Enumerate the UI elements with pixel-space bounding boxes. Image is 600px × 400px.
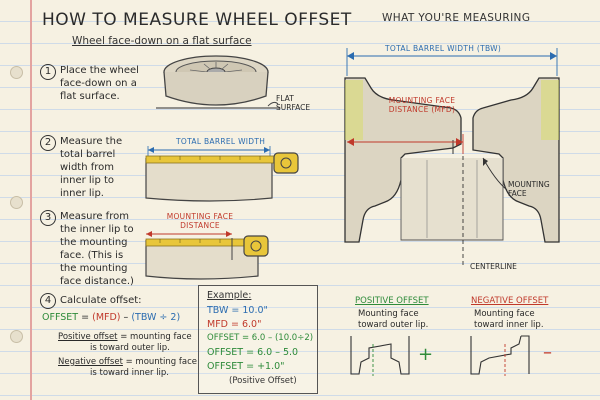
step-2-text: Measure the total barrel width from inne… (60, 136, 123, 199)
negative-sign: – (543, 342, 552, 363)
negative-offset-term: Negative offset (58, 357, 123, 367)
example-line: OFFSET = +1.0" (207, 361, 285, 372)
step-number: 4 (40, 293, 56, 309)
positive-offset-title: POSITIVE OFFSET (355, 296, 429, 306)
example-line: OFFSET = 6.0 – (10.0÷2) (207, 333, 314, 343)
wheel-cross-section (344, 48, 560, 266)
step-number: 2 (40, 135, 56, 151)
offset-formula: OFFSET = (MFD) – (TBW ÷ 2) (42, 312, 180, 323)
positive-offset-term: Positive offset (58, 332, 118, 342)
centerline-label: CENTERLINE (470, 262, 517, 271)
positive-offset-note: Positive offset = mounting face is towar… (58, 332, 192, 354)
flat-surface-label: FLAT SURFACE (276, 94, 311, 112)
mounting-face-label: MOUNTING FACE (508, 180, 550, 198)
negative-offset-line2: is toward inner lip. (90, 368, 170, 378)
step-3-text: Measure from the inner lip to the mounti… (60, 211, 134, 287)
formula-tbw: (TBW ÷ 2) (131, 312, 181, 323)
wheel-on-surface-illustration (156, 55, 280, 109)
margin-line (30, 0, 32, 400)
positive-offset-desc: Mounting face toward outer lip. (358, 309, 429, 330)
negative-offset-rest: = mounting face (122, 357, 197, 367)
step-number: 3 (40, 210, 56, 226)
positive-sign: + (418, 344, 434, 365)
formula-equals: = (81, 312, 90, 323)
formula-offset: OFFSET (42, 312, 79, 323)
step-1-text: Place the wheel face-down on a flat surf… (60, 65, 139, 102)
example-title: Example: (207, 290, 252, 301)
formula-minus: – (123, 312, 129, 323)
example-box: Example: TBW = 10.0" MFD = 6.0" OFFSET =… (198, 285, 318, 394)
negative-offset-note: Negative offset = mounting face is towar… (58, 357, 197, 379)
negative-offset-desc: Mounting face toward inner lip. (474, 309, 544, 330)
step-4-text: Calculate offset: (60, 295, 142, 306)
positive-offset-line2: is toward outer lip. (90, 343, 170, 353)
positive-offset-illustration (350, 336, 410, 376)
right-title: WHAT YOU'RE MEASURING (382, 12, 531, 24)
total-barrel-width-label: TOTAL BARREL WIDTH (176, 137, 266, 146)
example-line: OFFSET = 6.0 – 5.0 (207, 347, 299, 358)
positive-offset-rest: = mounting face (117, 332, 192, 342)
mounting-face-tape-illustration (145, 231, 269, 280)
binder-hole (10, 330, 23, 343)
barrel-width-tape-illustration (145, 146, 299, 202)
page-title: HOW TO MEASURE WHEEL OFFSET (42, 10, 352, 30)
negative-offset-illustration (470, 335, 530, 376)
binder-hole (10, 196, 23, 209)
example-note: (Positive Offset) (229, 376, 297, 386)
step-number: 1 (40, 64, 56, 80)
mounting-face-distance-label: MOUNTING FACE DISTANCE (166, 212, 234, 230)
page-subtitle: Wheel face-down on a flat surface (72, 35, 252, 47)
example-line: MFD = 6.0" (207, 319, 262, 330)
negative-offset-title: NEGATIVE OFFSET (471, 296, 549, 306)
formula-mfd: (MFD) (92, 312, 121, 323)
example-line: TBW = 10.0" (207, 305, 268, 316)
binder-hole (10, 66, 23, 79)
tbw-label: TOTAL BARREL WIDTH (TBW) (385, 44, 502, 53)
mfd-label: MOUNTING FACE DISTANCE (MFD) (388, 96, 456, 114)
